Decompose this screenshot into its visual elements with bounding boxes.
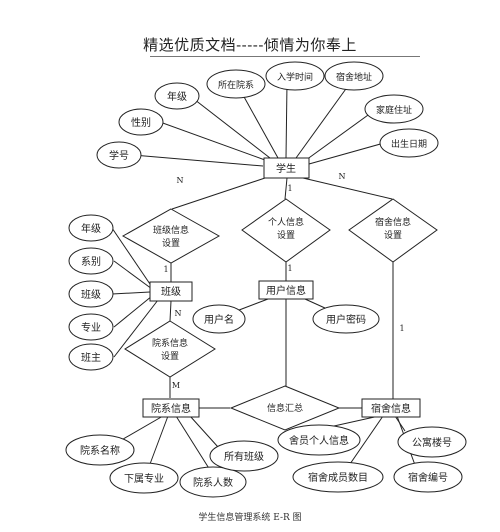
svg-text:性别: 性别 [131, 116, 151, 129]
attr-gender: 性别 [118, 108, 164, 136]
svg-text:院系名称: 院系名称 [80, 444, 120, 457]
svg-text:设置: 设置 [162, 238, 180, 249]
cardinality-student-dorm: N [339, 172, 346, 181]
relationships: 班级信息 设置 个人信息 设置 宿舍信息 设置 院系信息 设置 信息汇总 [121, 198, 438, 431]
attr-user-password: 用户密码 [312, 304, 380, 334]
svg-text:设置: 设置 [277, 230, 295, 241]
entities: 学生 班级 用户信息 院系信息 宿舍信息 [142, 157, 421, 418]
cardinalities: N 1 N 1 1 1 N M [163, 172, 404, 390]
attr-dorm-building: 公寓楼号 [397, 426, 467, 458]
svg-text:专业: 专业 [81, 321, 101, 334]
svg-text:宿舍成员数目: 宿舍成员数目 [308, 471, 368, 484]
cardinality-student-user: 1 [287, 184, 292, 193]
header-rule [150, 56, 420, 57]
user-info-attributes: 用户名 用户密码 [192, 304, 380, 334]
svg-text:年级: 年级 [167, 90, 187, 103]
page-header: 精选优质文档-----倾情为你奉上 [143, 36, 357, 54]
rel-dorm-setting: 宿舍信息 设置 [348, 198, 438, 263]
attr-home-address: 家庭住址 [364, 94, 424, 124]
svg-text:宿舍信息: 宿舍信息 [375, 216, 411, 228]
svg-text:院系人数: 院系人数 [193, 476, 233, 489]
attr-birth-date: 出生日期 [379, 128, 439, 158]
svg-text:公寓楼号: 公寓楼号 [412, 436, 452, 449]
svg-text:所在院系: 所在院系 [218, 79, 254, 91]
svg-text:学号: 学号 [109, 149, 129, 162]
attr-class-name: 班级 [68, 280, 114, 308]
svg-text:院系信息: 院系信息 [152, 337, 188, 349]
attr-dept-name: 院系名称 [65, 434, 135, 466]
department-attributes: 院系名称 下属专业 院系人数 所有班级 [65, 434, 279, 498]
attr-student-id: 学号 [96, 141, 142, 169]
svg-text:用户名: 用户名 [204, 313, 234, 326]
svg-text:入学时间: 入学时间 [277, 71, 313, 83]
entity-student: 学生 [263, 157, 310, 179]
attr-grade: 年级 [154, 82, 200, 110]
attr-class-head: 班主 [68, 343, 114, 371]
svg-text:设置: 设置 [161, 351, 179, 362]
attr-class-grade: 年级 [68, 214, 114, 242]
class-attributes: 年级 系别 班级 专业 班主 [68, 214, 114, 371]
dorm-attributes: 舍员个人信息 公寓楼号 宿舍成员数目 宿舍编号 [277, 424, 467, 493]
attr-dept-classes: 所有班级 [209, 440, 279, 472]
svg-text:用户信息: 用户信息 [266, 284, 306, 297]
svg-text:院系信息: 院系信息 [151, 402, 191, 415]
cardinality-user-rel: 1 [287, 264, 292, 273]
svg-text:信息汇总: 信息汇总 [267, 402, 303, 414]
diagram-caption: 学生信息管理系统 E-R 图 [198, 513, 302, 523]
svg-text:宿舍信息: 宿舍信息 [371, 402, 411, 415]
attr-dept-headcount: 院系人数 [179, 466, 247, 498]
svg-text:系别: 系别 [81, 256, 101, 268]
svg-text:年级: 年级 [81, 222, 101, 235]
attr-class-dept: 系别 [68, 247, 114, 275]
attr-enroll-date: 入学时间 [265, 61, 325, 91]
attr-class-major: 专业 [68, 313, 114, 341]
svg-text:班级: 班级 [81, 289, 101, 301]
svg-text:学生: 学生 [276, 162, 296, 175]
svg-text:宿舍地址: 宿舍地址 [336, 71, 372, 83]
attr-dept-majors: 下属专业 [109, 462, 179, 494]
cardinality-dept-rel: M [172, 381, 180, 390]
rel-info-summary: 信息汇总 [229, 385, 341, 431]
svg-text:所有班级: 所有班级 [224, 450, 264, 463]
attr-dorm-address: 宿舍地址 [324, 61, 384, 91]
entity-department-info: 院系信息 [142, 398, 200, 418]
student-attributes: 学号 性别 年级 所在院系 入学时间 宿舍地址 [96, 61, 439, 169]
attr-department: 所在院系 [206, 69, 266, 99]
svg-text:班级: 班级 [161, 286, 181, 298]
svg-text:宿舍编号: 宿舍编号 [408, 471, 448, 484]
attr-dorm-member-count: 宿舍成员数目 [292, 461, 384, 493]
rel-dept-setting: 院系信息 设置 [124, 320, 216, 378]
svg-text:舍员个人信息: 舍员个人信息 [289, 434, 349, 447]
cardinality-dorm-rel: 1 [399, 324, 404, 333]
attr-dorm-number: 宿舍编号 [393, 461, 463, 493]
svg-text:班级信息: 班级信息 [153, 224, 189, 236]
svg-text:下属专业: 下属专业 [124, 472, 164, 485]
entity-class: 班级 [149, 281, 193, 302]
rel-class-setting: 班级信息 设置 [121, 208, 221, 264]
svg-text:用户密码: 用户密码 [326, 313, 366, 326]
cardinality-class-dept: N [175, 309, 182, 318]
svg-text:设置: 设置 [384, 230, 402, 241]
cardinality-class-rel: 1 [163, 265, 168, 274]
svg-text:班主: 班主 [81, 352, 101, 364]
rel-personal-setting: 个人信息 设置 [241, 198, 331, 263]
svg-text:个人信息: 个人信息 [268, 216, 304, 228]
entity-dorm-info: 宿舍信息 [361, 398, 421, 418]
attr-username: 用户名 [192, 304, 246, 334]
svg-text:出生日期: 出生日期 [391, 138, 427, 150]
connectors [111, 82, 416, 471]
entity-user-info: 用户信息 [258, 280, 314, 300]
attr-dorm-member-info: 舍员个人信息 [277, 424, 361, 456]
cardinality-student-class: N [177, 176, 184, 185]
svg-text:家庭住址: 家庭住址 [376, 104, 412, 116]
